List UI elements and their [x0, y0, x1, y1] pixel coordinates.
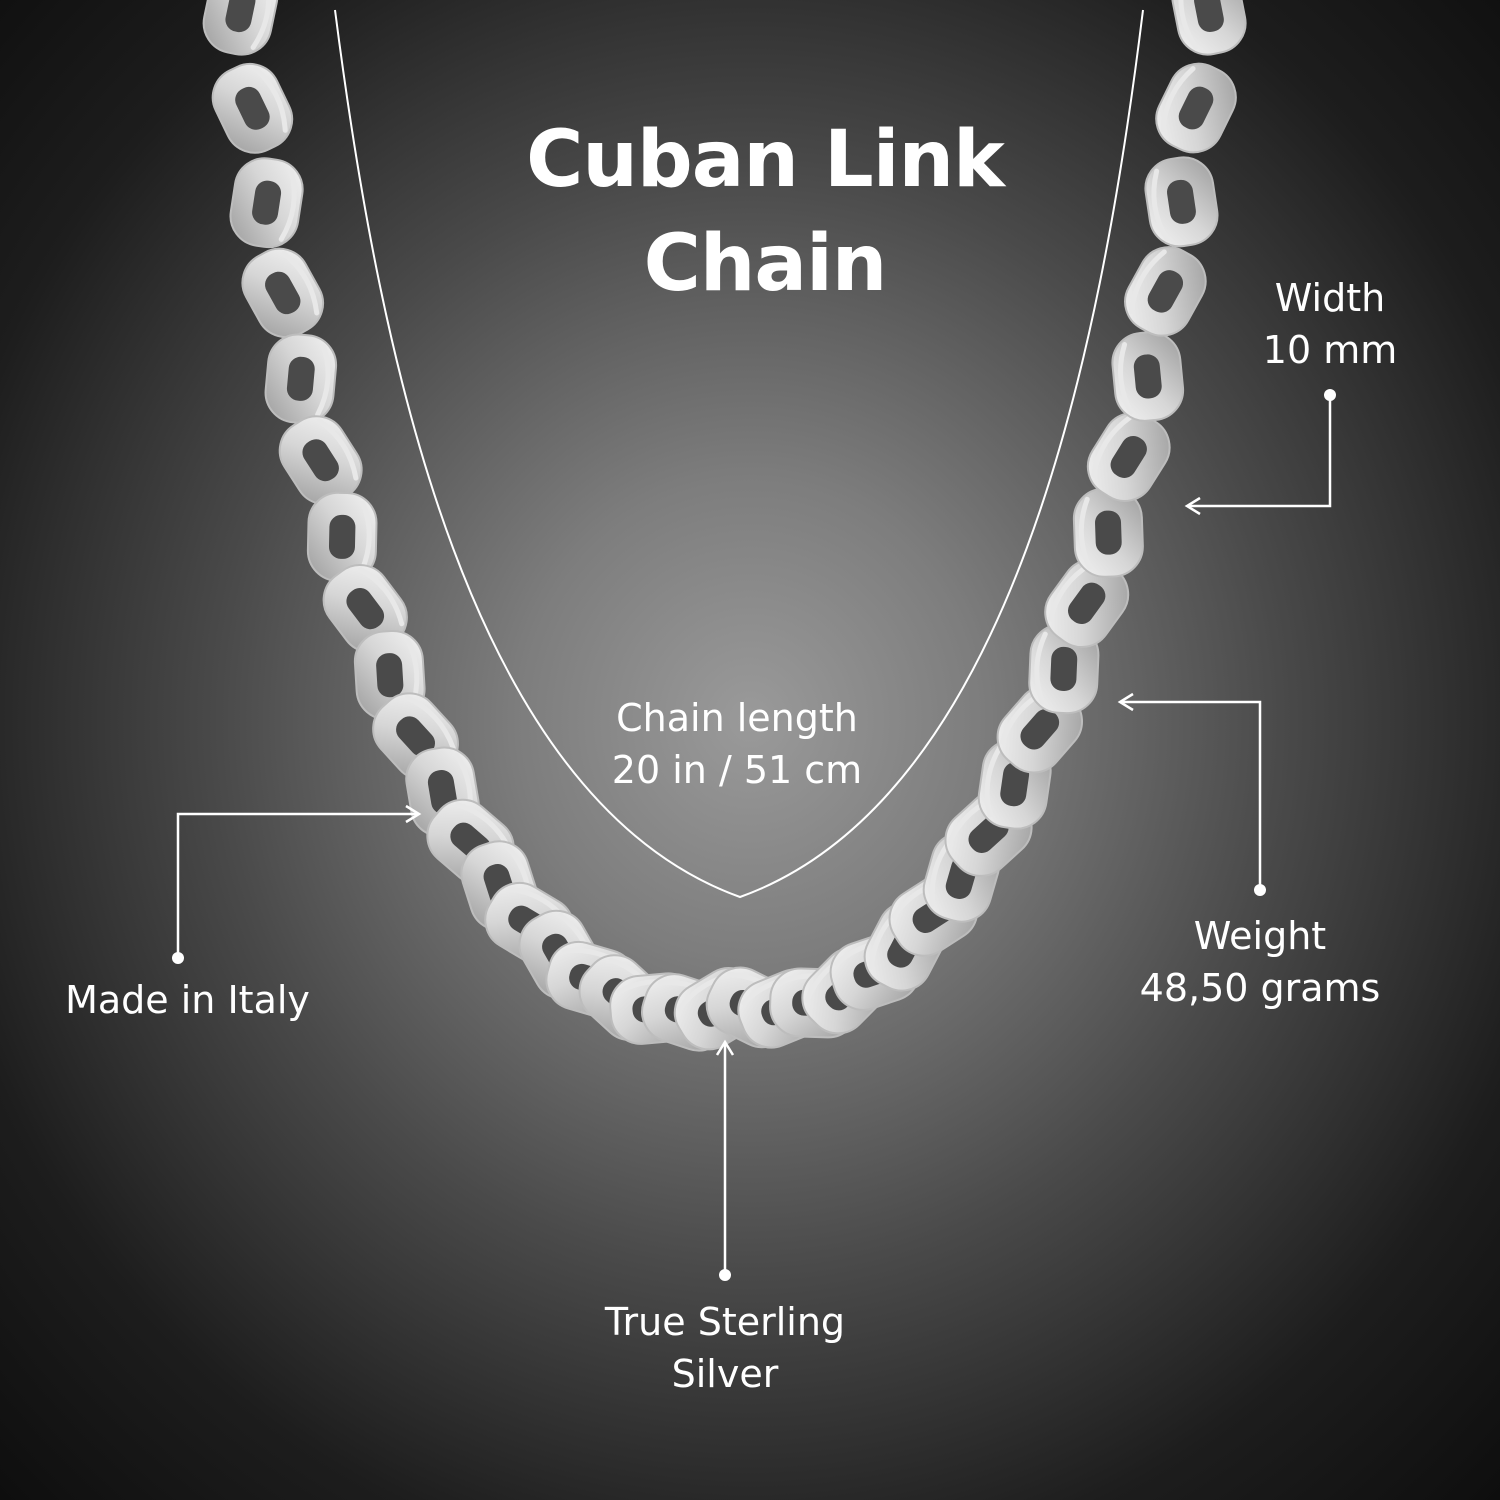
width-label: Width 10 mm [1230, 272, 1430, 376]
sterling-silver-value: Silver [671, 1352, 779, 1396]
weight-title: Weight [1193, 914, 1327, 958]
chain-link [241, 247, 325, 339]
sterling-silver-label: True Sterling Silver [580, 1296, 870, 1400]
weight-label: Weight 48,50 grams [1120, 910, 1400, 1014]
weight-value: 48,50 grams [1139, 966, 1381, 1010]
chain-link [1124, 246, 1207, 337]
made-in-italy-callout-dot [172, 952, 184, 964]
weight-callout-pointer [1117, 692, 1262, 890]
cuban-link-chain-image [202, 0, 1247, 1052]
chain-link [1144, 156, 1219, 248]
sterling-silver-callout-dot [719, 1269, 731, 1281]
title-line-1: Cuban Link [526, 115, 1005, 205]
chain-length-label: Chain length 20 in / 51 cm [577, 692, 897, 796]
chain-length-value: 20 in / 51 cm [611, 748, 863, 792]
chain-link [211, 62, 294, 154]
chain-link [1155, 62, 1237, 154]
made-in-italy-callout-pointer [176, 804, 422, 958]
chain-link [202, 0, 279, 56]
chain-length-title: Chain length [616, 696, 858, 740]
chain-link [1171, 0, 1247, 56]
made-in-italy-text: Made in Italy [65, 978, 310, 1022]
chain-length-curve [334, 9, 1144, 899]
title-line-2: Chain [643, 219, 888, 309]
sterling-silver-title: True Sterling [604, 1300, 846, 1344]
chain-link [1086, 411, 1171, 502]
page-title: Cuban Link Chain [465, 108, 1065, 316]
weight-callout-dot [1254, 884, 1266, 896]
chain-link [1111, 331, 1185, 422]
chain-link [278, 415, 363, 506]
chain-link [264, 333, 338, 425]
width-callout-dot [1324, 389, 1336, 401]
width-title: Width [1274, 276, 1386, 320]
chain-link [229, 157, 304, 249]
chain-link [1072, 487, 1144, 578]
sterling-silver-callout-pointer [715, 1039, 735, 1275]
width-callout-pointer [1184, 395, 1332, 516]
made-in-italy-label: Made in Italy [50, 974, 325, 1026]
width-value: 10 mm [1262, 328, 1398, 372]
